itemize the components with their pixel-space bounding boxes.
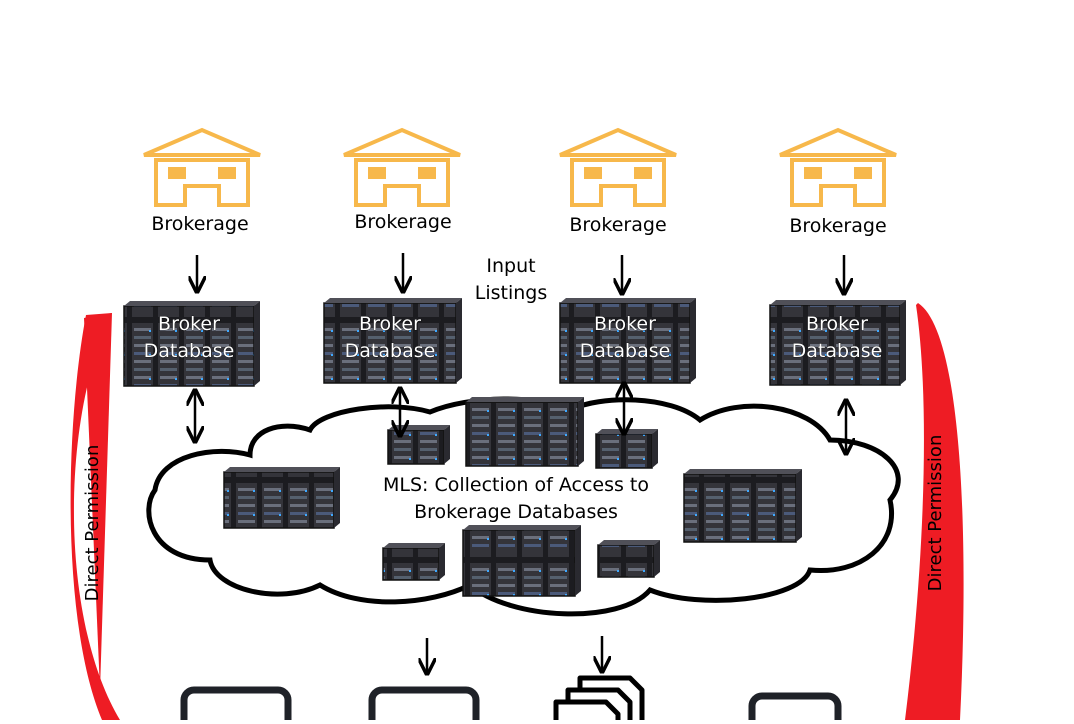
left-permission-arc [70,313,120,720]
server-rack-icon [559,298,696,384]
house-window-left [368,167,386,179]
broker-database-label-3: Database [580,340,671,362]
broker-database-label-3: Broker [594,313,656,335]
cloud-rack-bottom-left [382,547,440,581]
cloud-rack-top-left [387,429,445,465]
device-1 [180,686,292,724]
house-body [354,158,450,207]
rack-side [652,429,658,468]
doc-sheet-front [553,699,621,724]
rack-top [124,301,260,306]
rack-top [388,425,450,430]
rack-top [324,298,462,303]
server-rack-icon [323,298,462,384]
house-body [154,158,250,207]
house-window-left [168,167,186,179]
house-icon [779,127,897,207]
left-direct-permission-label: Direct Permission [82,445,103,602]
server-rack-icon [387,425,450,465]
broker-database-label-2: Broker [359,313,421,335]
cloud-rack-bottom-right [597,544,655,578]
rack-side [575,525,581,596]
house-window-right [854,167,872,179]
cloud-rack-bottom-center [462,529,576,597]
rack-top [466,397,584,402]
house-icon [143,127,261,207]
brokerage-label-1: Brokerage [151,213,248,235]
right-direct-permission-label: Direct Permission [925,435,946,592]
input-listings-label: Input [486,255,535,277]
server-rack-icon [465,397,584,467]
broker-db-rack-1 [123,305,255,387]
house-window-left [584,167,602,179]
right-permission-arc [905,303,964,720]
rack-top [598,540,660,545]
broker-db-rack-4 [769,304,901,386]
left-permission-arc-inner [84,313,112,690]
rack-top [224,467,340,472]
server-rack-icon [683,469,802,543]
cloud-rack-left [223,471,335,529]
house-window-right [634,167,652,179]
rack-top [383,543,445,548]
server-rack-icon [382,543,445,581]
server-rack-icon [462,525,581,597]
rack-top [560,298,696,303]
broker-db-rack-2 [323,302,457,384]
server-rack-icon [223,467,340,529]
rack-side [900,300,906,385]
house-window-left [804,167,822,179]
brokerage-label-2: Brokerage [354,211,451,233]
rack-top [596,429,658,434]
rack-side [439,543,445,580]
rack-side [796,469,802,542]
cloud-label: Brokerage Databases [414,501,618,523]
broker-database-label-4: Database [792,340,883,362]
cloud-rack-right [683,473,797,543]
rack-side [578,397,584,466]
house-icon [343,127,461,207]
broker-database-label-2: Database [345,340,436,362]
rack-side [690,298,696,383]
server-rack-icon [597,540,660,578]
broker-database-label-1: Broker [158,313,220,335]
house-window-right [218,167,236,179]
device-2 [368,686,480,724]
rack-top [463,525,581,530]
house-icon [559,127,677,207]
rack-side [444,425,450,464]
cloud-rack-top-right [595,433,653,469]
rack-side [254,301,260,386]
monitor-icon [180,686,842,724]
rack-side [334,467,340,528]
server-rack-icon [769,300,906,386]
server-rack-icon [595,429,658,469]
house-roof [779,127,897,157]
cloud-label: MLS: Collection of Access to [383,474,649,496]
server-rack-icon [123,301,260,387]
broker-database-label-4: Broker [806,313,868,335]
brokerage-label-4: Brokerage [789,215,886,237]
device-4 [748,692,842,724]
documents-stack-icon [553,675,645,724]
house-body [570,158,666,207]
rack-side [654,540,660,577]
house-roof [343,127,461,157]
house-roof [559,127,677,157]
house-window-right [418,167,436,179]
rack-top [770,300,906,305]
house-body [790,158,886,207]
rack-top [684,469,802,474]
cloud-rack-top-center [465,401,579,467]
broker-database-label-1: Database [144,340,235,362]
brokerage-label-3: Brokerage [569,214,666,236]
house-roof [143,127,261,157]
input-listings-label: Listings [475,282,548,304]
rack-side [456,298,462,383]
